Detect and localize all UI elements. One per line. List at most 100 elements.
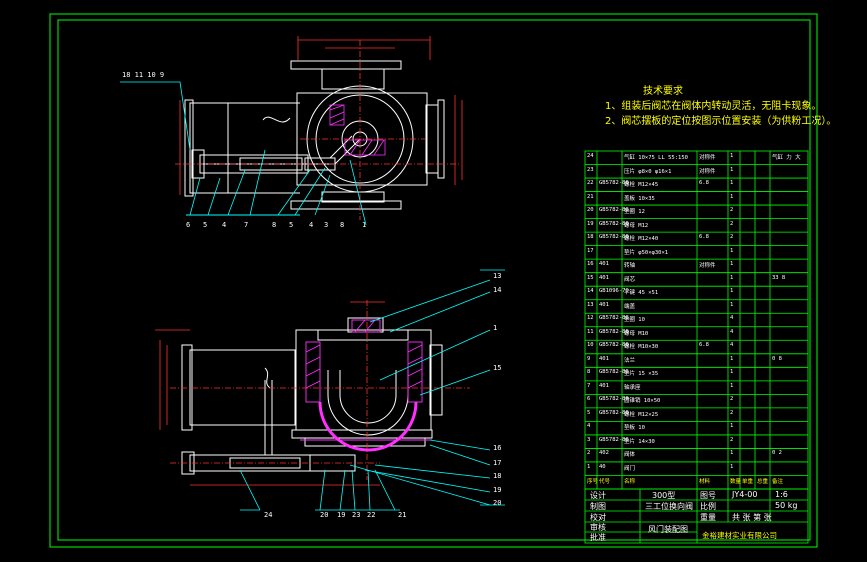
bom-table	[584, 150, 809, 490]
tb-draw: 制图	[590, 502, 606, 511]
bom-cell: 2	[730, 207, 734, 214]
bom-cell: GB5782-86	[599, 328, 629, 335]
technical-requirements: 技术要求 1、组装后阀芯在阀体内转动灵活，无阻卡现象。 2、阀芯摆板的定位按图示…	[605, 84, 836, 129]
bom-cell: 40	[599, 463, 606, 470]
bom-cell: 9	[587, 355, 591, 362]
bom-cell: 21	[587, 193, 594, 200]
bom-cell: 3	[587, 436, 591, 443]
bom-cell: 1	[730, 301, 734, 308]
bom-cell: 401	[599, 261, 609, 268]
tb-product: 300型	[652, 491, 676, 500]
top-balloon-label: 5	[203, 221, 208, 229]
top-label-upper-left: 18 11 10 9	[122, 71, 165, 79]
bom-cell: 1	[730, 247, 734, 254]
bom-cell: 16	[587, 261, 594, 268]
bottom-view-centers	[170, 300, 470, 480]
bom-cell: GB5782-86	[599, 220, 629, 227]
sheet-border-inner	[57, 19, 811, 541]
tb-review: 审核	[590, 523, 606, 532]
bom-cell: 4	[587, 423, 591, 430]
bom-cell: 19	[587, 220, 594, 227]
tech-title: 技术要求	[643, 86, 683, 97]
bottom-right-balloon-label: 15	[493, 364, 502, 372]
tb-name: 三工位换向阀	[645, 502, 693, 511]
bom-header-cell: 序号	[587, 479, 599, 486]
bom-cell: 7	[587, 382, 591, 389]
tb-weight: 50 kg	[775, 501, 798, 510]
tb-check: 校对	[590, 513, 606, 522]
bom-cell: 6.8	[699, 342, 709, 349]
bom-cell: 端盖	[624, 303, 636, 310]
title-block	[584, 488, 809, 544]
bom-cell: 402	[599, 450, 609, 457]
top-balloon-label: 8	[340, 221, 345, 229]
bom-cell: GB5782-86	[599, 315, 629, 322]
bom-cell: GB5782-86	[599, 207, 629, 214]
bottom-view-dimensions	[155, 301, 385, 486]
tb-label-ratio: 比例	[700, 502, 716, 511]
bom-cell: GB5782-86	[599, 409, 629, 416]
bom-cell: 垫片 φ50×φ30×1	[624, 249, 669, 256]
bottom-view-hatch	[300, 319, 432, 452]
bom-header-cell: 代号	[599, 479, 611, 486]
bom-cell: 1	[730, 369, 734, 376]
bom-cell: 垫板 10	[624, 425, 645, 432]
bom-cell: 1	[730, 274, 734, 281]
bom-cell: 1	[730, 450, 734, 457]
top-balloon-label: 1	[362, 221, 367, 229]
bom-cell: 1	[730, 288, 734, 295]
bom-cell: 气缸 力 大	[772, 155, 801, 161]
bom-cell: 对称件	[699, 263, 716, 270]
bom-cell: GB5782-86	[599, 180, 629, 187]
top-balloon-label: 6	[186, 221, 191, 229]
bottom-balloon-label: 22	[367, 511, 376, 519]
bom-cell: 15	[587, 274, 594, 281]
top-balloon-label: 4	[309, 221, 314, 229]
bom-cell: 2	[587, 450, 591, 457]
top-view-hatch	[329, 104, 386, 156]
bom-cell: GB5782-86	[599, 342, 629, 349]
bom-cell: 17	[587, 247, 594, 254]
bom-cell: 401	[599, 301, 609, 308]
bom-cell: 4	[730, 328, 734, 335]
bom-cell: 螺栓 M12×45	[624, 182, 659, 189]
bom-cell: 气缸 10×75 LL 55:150	[624, 155, 688, 161]
bom-cell: 2	[730, 409, 734, 416]
bom-cell: 阀芯	[624, 276, 636, 283]
bom-cell: 平键 45 ×51	[624, 290, 659, 297]
bottom-balloon-label: 21	[398, 511, 407, 519]
tb-label-weight: 重量	[700, 513, 716, 522]
tb-sheet: 共 张 第 张	[732, 513, 772, 522]
bom-cell: 24	[587, 153, 594, 159]
tech-line-2: 2、阀芯摆板的定位按图示位置安装（为供粉工况）。	[605, 116, 837, 127]
tech-line-1: 1、组装后阀芯在阀体内转动灵活，无阻卡现象。	[605, 101, 822, 112]
tb-ratio: 1:6	[775, 490, 788, 499]
bom-cell: 垫圈 12	[624, 209, 645, 216]
bom-cell: 6	[587, 396, 591, 403]
tb-approve: 批准	[590, 533, 606, 542]
bom-cell: 螺母 M10	[624, 330, 649, 337]
bom-cell: 0 8	[772, 355, 782, 362]
bom-cell: 401	[599, 382, 609, 389]
bottom-balloon-label: 19	[337, 511, 346, 519]
bottom-balloon-label: 24	[264, 511, 273, 519]
top-balloon-label: 4	[222, 221, 227, 229]
bom-header-cell: 单重	[742, 479, 754, 486]
bom-cell: 6.8	[699, 180, 709, 187]
bom-cell: 阀门	[624, 465, 636, 472]
bom-header-cell: 备注	[772, 479, 784, 486]
top-balloon-label: 7	[244, 221, 249, 229]
bottom-right-balloon-label: 20	[493, 499, 502, 507]
top-balloon-label: 8	[272, 221, 277, 229]
bom-cell: GB1096-79	[599, 288, 629, 295]
bottom-right-balloon-label: 14	[493, 286, 502, 294]
bom-cell: 1	[730, 463, 734, 470]
bottom-right-balloon-label: 13	[493, 272, 502, 280]
bom-cell: 法兰	[624, 357, 636, 364]
bom-cell: 螺栓 M12×25	[624, 411, 659, 418]
bom-cell: 对称件	[699, 155, 716, 161]
bom-cell: GB5782-86	[599, 234, 629, 241]
bottom-right-balloon-label: 19	[493, 486, 502, 494]
bom-cell: 4	[730, 315, 734, 322]
